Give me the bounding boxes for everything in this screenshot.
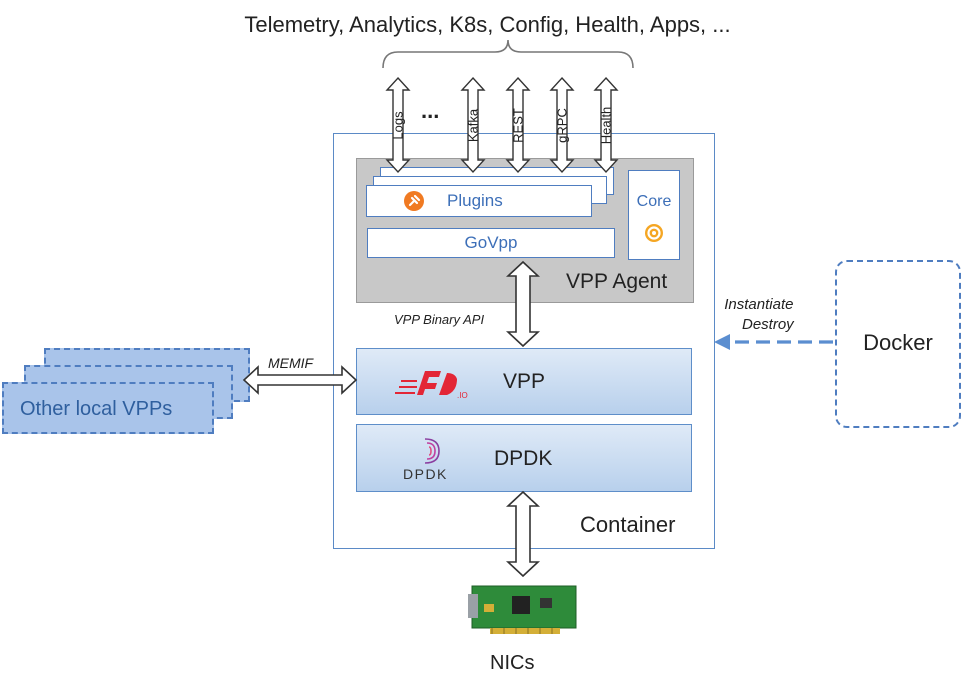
- vpp-label: VPP: [503, 370, 546, 393]
- dpdk-box: DPDK DPDK: [356, 424, 692, 492]
- health-label: Health: [598, 106, 614, 145]
- vpp-binary-api-label: VPP Binary API: [394, 312, 485, 327]
- plugin-icon: [403, 190, 425, 217]
- memif-label: MEMIF: [268, 355, 314, 371]
- other-vpps-box: Other local VPPs: [2, 382, 214, 434]
- destroy-label: Destroy: [742, 316, 794, 333]
- instantiate-label: Instantiate: [724, 296, 794, 313]
- container-label: Container: [580, 512, 676, 537]
- plugins-card: Plugins: [366, 185, 592, 217]
- kafka-label: Kafka: [465, 108, 481, 143]
- vpp-agent-label: VPP Agent: [566, 270, 668, 293]
- docker-action-label: Instantiate Destroy: [724, 295, 794, 335]
- nic-card-icon: [468, 585, 577, 634]
- nics-label: NICs: [490, 652, 535, 674]
- docker-arrowhead: [714, 334, 730, 350]
- govpp-box: GoVpp: [367, 228, 615, 258]
- logs-label: Logs: [390, 111, 406, 140]
- docker-box: Docker: [835, 260, 961, 428]
- other-vpps-label: Other local VPPs: [20, 398, 173, 420]
- dpdk-label: DPDK: [494, 447, 553, 470]
- fdio-logo-icon: .IO: [395, 365, 475, 408]
- ellipsis-label: ...: [421, 98, 440, 123]
- dpdk-logo-text: DPDK: [403, 466, 448, 482]
- govpp-label: GoVpp: [464, 233, 518, 252]
- fdio-logo-text: .IO: [457, 391, 468, 400]
- plugins-label: Plugins: [447, 191, 503, 210]
- core-label: Core: [636, 193, 672, 210]
- rest-label: REST: [510, 108, 526, 143]
- core-box: Core: [628, 170, 680, 260]
- grpc-label: gRPC: [554, 108, 570, 143]
- docker-label: Docker: [863, 330, 933, 355]
- top-title: Telemetry, Analytics, K8s, Config, Healt…: [244, 12, 731, 37]
- gear-icon: [644, 223, 664, 248]
- vpp-box: .IO VPP: [356, 348, 692, 415]
- dpdk-logo-icon: DPDK: [401, 435, 461, 488]
